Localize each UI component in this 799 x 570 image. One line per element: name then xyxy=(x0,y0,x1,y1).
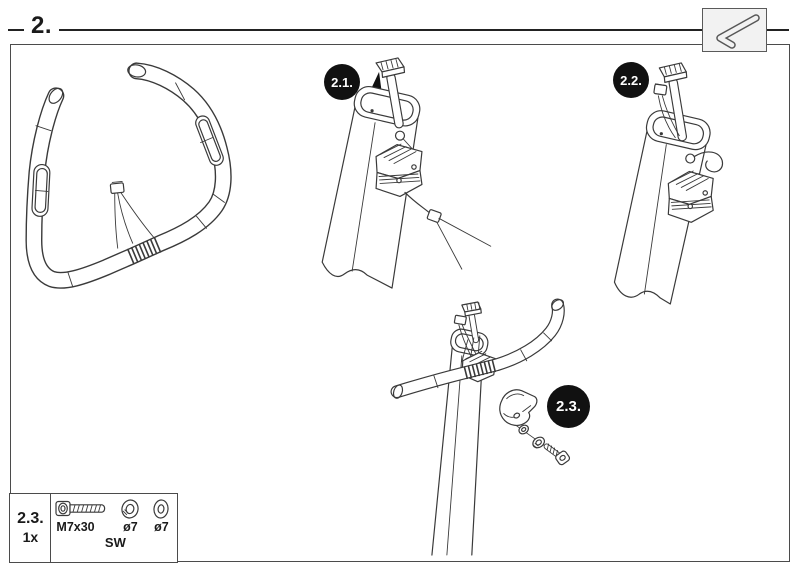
cable-clamp-icon xyxy=(375,143,423,198)
bolt-icon xyxy=(543,443,571,466)
assembly-illustrations xyxy=(25,57,724,556)
washer-group-label: SW xyxy=(104,534,126,550)
spring-washer-icon xyxy=(113,498,147,521)
content-area: 2.1. 2.2. 2.3. 2.3. 1x xyxy=(9,44,790,563)
bolt-size-label: M7x30 xyxy=(56,519,95,534)
flat-washer-icon xyxy=(518,424,529,435)
left-pulse-sensor-icon xyxy=(31,163,51,217)
step-badge-2-2: 2.2. xyxy=(613,62,649,98)
spring-washer-icon xyxy=(532,436,546,449)
step-2-3-illustration xyxy=(390,298,571,556)
cable-hole xyxy=(394,130,406,141)
console-mast-icon xyxy=(461,301,482,344)
console-mast-icon xyxy=(658,62,688,142)
step-badge-2-1: 2.1. xyxy=(324,64,360,100)
knurl-section xyxy=(126,237,162,264)
page-step-number: 2. xyxy=(24,12,60,40)
header-rule xyxy=(8,29,789,31)
cable-clamp-icon xyxy=(667,170,714,223)
spring-washer-size-label: ø7 xyxy=(123,519,138,534)
console-mast-icon xyxy=(375,57,406,129)
step-2-1-illustration xyxy=(321,57,492,289)
parts-box-items-cell: M7x30 ø7 ø7 SW xyxy=(51,494,177,562)
clamp-shell-icon xyxy=(499,389,538,427)
cable-plug-icon xyxy=(653,83,680,139)
handlebar-illustration xyxy=(25,62,232,289)
cable-plug-icon xyxy=(453,314,477,357)
parts-step-ref: 2.3. xyxy=(17,510,44,528)
step-2-2-illustration xyxy=(613,62,724,305)
step-badge-2-3: 2.3. xyxy=(547,385,590,428)
required-tool-box xyxy=(702,8,767,52)
knurl-section xyxy=(463,359,497,380)
parts-box: 2.3. 1x xyxy=(9,492,179,563)
cable-connector-icon xyxy=(109,181,155,249)
allen-key-icon xyxy=(715,14,760,49)
cable-loop xyxy=(693,151,724,173)
parts-box-step-cell: 2.3. 1x xyxy=(10,493,52,562)
bolt-icon xyxy=(55,498,113,521)
right-pulse-sensor-icon xyxy=(195,115,224,166)
cable-tie-icon xyxy=(404,191,492,270)
parts-quantity: 1x xyxy=(22,529,39,546)
cable-hole xyxy=(685,153,696,164)
flat-washer-size-label: ø7 xyxy=(154,519,169,534)
flat-washer-icon xyxy=(147,498,175,521)
